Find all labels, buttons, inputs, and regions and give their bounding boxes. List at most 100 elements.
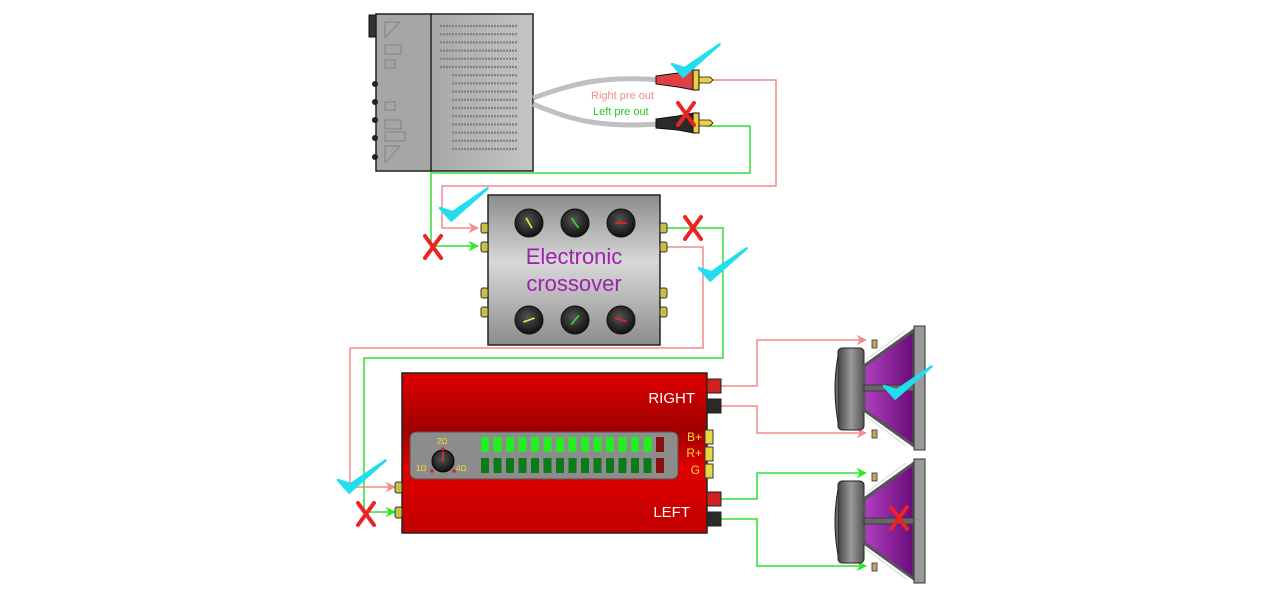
meter-segment-top — [606, 437, 614, 452]
meter-segment-bottom — [568, 458, 577, 473]
speaker-left — [834, 458, 926, 584]
rca-cable-right — [532, 76, 661, 101]
knob-pointer — [614, 317, 628, 323]
meter-segment-top — [506, 437, 514, 452]
meter-segment-bottom — [631, 458, 639, 473]
head-unit-faceplate — [375, 13, 433, 172]
meter-segment-bottom — [581, 458, 589, 473]
knob-pointer — [570, 314, 580, 326]
speaker-magnet — [837, 347, 865, 431]
meter-segment-bottom — [543, 458, 552, 473]
meter-segment-bottom — [493, 458, 502, 473]
x-icon — [683, 215, 703, 241]
knob-pointer — [525, 217, 533, 229]
check-icon — [438, 187, 489, 222]
meter-segment-bottom — [481, 458, 489, 473]
meter-segment-top — [543, 437, 552, 452]
wire-amp-left-pos-to-speaker — [720, 467, 868, 500]
ohm-dot-2 — [441, 447, 445, 451]
meter-segment-bottom — [618, 458, 627, 473]
x-icon — [423, 234, 443, 260]
crossover-knob[interactable] — [514, 208, 544, 238]
crossover-knob[interactable] — [606, 208, 636, 238]
meter-segment-top — [593, 437, 602, 452]
wires — [349, 79, 868, 572]
amp-left-label: LEFT — [653, 504, 690, 521]
meter-segment-top — [518, 437, 527, 452]
amp-right-label: RIGHT — [648, 390, 695, 407]
terminal-g-label: G — [691, 463, 700, 477]
wire-left-preout-to-crossover — [430, 125, 751, 252]
wire-amp-left-neg-to-speaker — [720, 518, 868, 572]
terminal-r-plus-label: R+ — [686, 446, 702, 460]
crossover-knob[interactable] — [560, 208, 590, 238]
check-icon — [697, 247, 748, 282]
crossover-label-line2: crossover — [526, 271, 621, 296]
speaker-right — [834, 325, 926, 451]
meter-segment-top — [493, 437, 502, 452]
meter-peak-bottom — [656, 458, 664, 473]
right-pre-out-label: Right pre out — [591, 90, 654, 102]
amp-power-terminals — [704, 429, 714, 479]
crossover-inputs — [480, 222, 489, 318]
meter-segment-top — [631, 437, 639, 452]
wire-crossover-to-amp-right — [349, 246, 704, 493]
amp-level-meter — [481, 437, 664, 473]
crossover-knobs — [514, 208, 636, 335]
rca-cable-left — [532, 101, 661, 128]
speaker-terminal — [871, 339, 878, 349]
meter-segment-top — [481, 437, 489, 452]
crossover-knob[interactable] — [514, 305, 544, 335]
knob-pointer — [523, 317, 535, 323]
speaker-terminal — [871, 472, 878, 482]
head-unit: Right pre out Left pre out — [368, 13, 714, 172]
head-unit-faceplate-details — [384, 21, 406, 164]
ohm-dot-4 — [452, 469, 456, 473]
check-icon — [882, 365, 933, 400]
amp-inputs — [394, 481, 403, 519]
head-unit-grille — [440, 24, 518, 151]
ohm-dot-1 — [430, 469, 434, 473]
speaker-frame — [913, 458, 926, 584]
crossover-knob[interactable] — [560, 305, 590, 335]
speaker-terminal — [871, 429, 878, 439]
amp-speaker-outputs — [706, 378, 722, 527]
meter-segment-bottom — [506, 458, 514, 473]
speaker-terminal — [871, 562, 878, 572]
x-icon — [676, 101, 696, 127]
meter-segment-bottom — [518, 458, 527, 473]
meter-segment-bottom — [606, 458, 614, 473]
ohm-label-2: 2Ω — [437, 437, 447, 446]
meter-peak-top — [656, 437, 664, 452]
knob-pointer — [570, 217, 580, 229]
meter-segment-top — [581, 437, 589, 452]
crossover-knob[interactable] — [606, 305, 636, 335]
meter-segment-bottom — [643, 458, 652, 473]
meter-segment-bottom — [556, 458, 564, 473]
crossover-outputs — [659, 222, 668, 318]
electronic-crossover: Electronic crossover — [480, 194, 668, 346]
wire-amp-right-pos-to-speaker — [720, 334, 868, 387]
terminal-b-plus-label: B+ — [687, 430, 702, 444]
ohm-label-4: 4Ω — [456, 464, 466, 473]
meter-segment-top — [531, 437, 539, 452]
speaker-magnet — [837, 480, 865, 564]
check-icon — [336, 459, 387, 494]
wire-amp-right-neg-to-speaker — [720, 405, 868, 439]
meter-segment-top — [643, 437, 652, 452]
x-icon — [889, 505, 909, 531]
meter-segment-top — [568, 437, 577, 452]
amplifier: RIGHT LEFT B+ R+ G 2Ω 1Ω 4Ω — [394, 372, 722, 534]
meter-segment-top — [556, 437, 564, 452]
head-unit-buttons — [372, 81, 378, 160]
crossover-label-line1: Electronic — [526, 244, 623, 269]
left-pre-out-label: Left pre out — [593, 106, 649, 118]
status-marks — [336, 43, 933, 531]
speaker-frame — [913, 325, 926, 451]
ohm-label-1: 1Ω — [416, 464, 426, 473]
wire-right-preout-to-crossover — [441, 79, 777, 234]
x-icon — [356, 501, 376, 527]
meter-segment-bottom — [593, 458, 602, 473]
meter-segment-top — [618, 437, 627, 452]
